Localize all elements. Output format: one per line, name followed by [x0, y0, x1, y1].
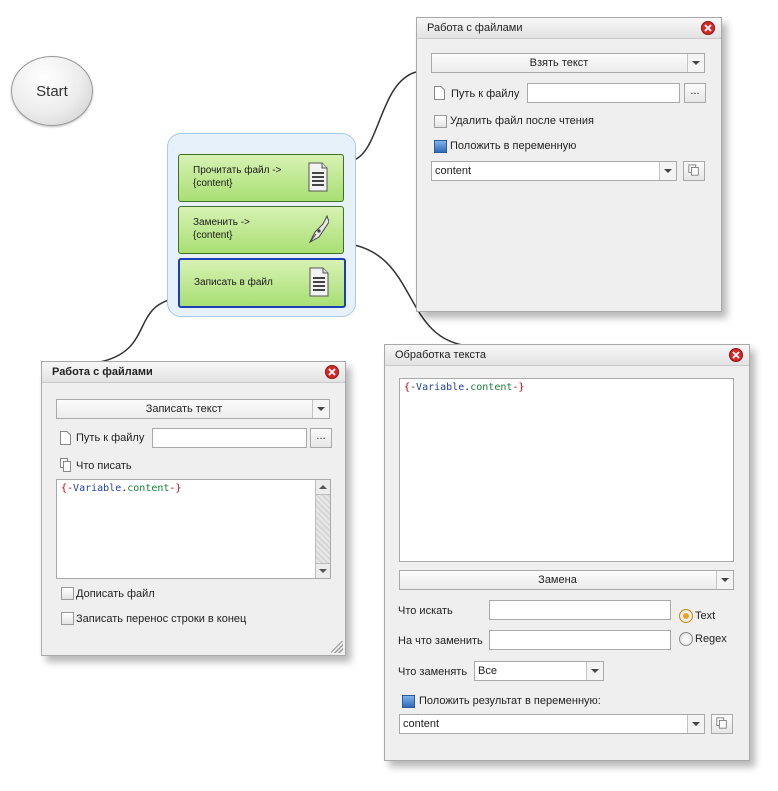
text-editor[interactable]: {-Variable.content-} [399, 378, 734, 562]
find-label: Что искать [398, 605, 453, 617]
copy-icon [60, 458, 71, 472]
vertical-scrollbar[interactable] [315, 480, 330, 578]
node-replace[interactable]: Заменить -> {content} [178, 206, 344, 254]
action-select[interactable]: Записать текст [56, 399, 330, 419]
node-write-file[interactable]: Записать в файл [178, 258, 346, 308]
chevron-down-icon[interactable] [687, 715, 704, 733]
panel-title: Работа с файлами [52, 366, 153, 378]
action-select-value: Взять текст [529, 57, 589, 69]
path-input[interactable] [152, 428, 307, 448]
path-label: Путь к файлу [76, 432, 145, 444]
text-mode-label: Text [695, 610, 716, 622]
document-icon [308, 162, 328, 192]
pen-nib-icon [308, 214, 329, 244]
node-label: Записать в файл [194, 277, 273, 288]
text-mode-radio[interactable] [679, 609, 693, 623]
newline-checkbox[interactable] [61, 612, 74, 625]
start-node[interactable]: Start [11, 56, 93, 126]
text-processing-panel: Обработка текста {-Variable.content-} За… [384, 344, 750, 761]
delete-after-read-checkbox[interactable] [434, 115, 447, 128]
code-line: {-Variable.content-} [404, 382, 525, 393]
chevron-down-icon[interactable] [659, 162, 676, 180]
scroll-down-icon[interactable] [316, 563, 330, 578]
variable-select[interactable]: content [431, 161, 677, 181]
variable-select-value: content [435, 165, 472, 177]
what-replace-label: Что заменять [398, 666, 468, 678]
close-icon[interactable] [729, 348, 743, 362]
copy-variable-button[interactable] [711, 714, 733, 734]
action-select[interactable]: Замена [399, 570, 734, 590]
file-icon [60, 431, 71, 445]
read-file-panel: Работа с файлами Взять текст Путь к файл… [416, 17, 722, 312]
delete-after-read-label: Удалить файл после чтения [450, 115, 594, 127]
save-to-variable-checkbox[interactable] [434, 140, 447, 153]
browse-button[interactable]: ... [684, 83, 706, 103]
what-to-write-label: Что писать [76, 460, 132, 472]
copy-icon [716, 717, 727, 729]
node-label: Прочитать файл -> {content} [193, 165, 282, 189]
path-label: Путь к файлу [451, 88, 520, 100]
regex-mode-radio[interactable] [679, 632, 693, 646]
variable-select[interactable]: content [399, 714, 705, 734]
panel-title: Работа с файлами [427, 22, 523, 34]
node-read-file[interactable]: Прочитать файл -> {content} [178, 154, 344, 202]
action-select-value: Замена [538, 574, 577, 586]
replace-label: На что заменить [398, 635, 483, 647]
scroll-up-icon[interactable] [316, 480, 330, 495]
chevron-down-icon[interactable] [586, 662, 603, 680]
close-icon[interactable] [701, 21, 715, 35]
chevron-down-icon[interactable] [687, 54, 704, 72]
copy-icon [688, 164, 699, 176]
what-replace-value: Все [478, 665, 497, 677]
path-input[interactable] [527, 83, 680, 103]
append-file-label: Дописать файл [76, 588, 155, 600]
action-select[interactable]: Взять текст [431, 53, 705, 73]
document-icon [309, 267, 329, 297]
save-result-checkbox[interactable] [402, 695, 415, 708]
node-label: Заменить -> {content} [193, 217, 250, 241]
write-file-panel: Работа с файлами Записать текст Путь к ф… [41, 361, 346, 656]
action-select-value: Записать текст [145, 403, 223, 415]
regex-mode-label: Regex [695, 633, 727, 645]
chevron-down-icon[interactable] [716, 571, 733, 589]
panel-titlebar[interactable]: Обработка текста [385, 345, 749, 366]
start-label: Start [36, 82, 68, 100]
newline-label: Записать перенос строки в конец [76, 613, 247, 625]
panel-titlebar[interactable]: Работа с файлами [42, 362, 345, 383]
what-replace-select[interactable]: Все [474, 661, 604, 681]
save-to-variable-label: Положить в переменную [450, 140, 577, 152]
save-result-label: Положить результат в переменную: [419, 695, 601, 707]
file-icon [434, 86, 445, 100]
resize-grip-icon[interactable] [331, 641, 343, 653]
find-input[interactable] [489, 600, 671, 620]
copy-variable-button[interactable] [683, 161, 705, 181]
text-editor[interactable]: {-Variable.content-} [56, 479, 331, 579]
close-icon[interactable] [325, 365, 339, 379]
append-file-checkbox[interactable] [61, 587, 74, 600]
variable-select-value: content [403, 718, 440, 730]
chevron-down-icon[interactable] [312, 400, 329, 418]
replace-input[interactable] [489, 630, 671, 650]
code-line: {-Variable.content-} [61, 483, 182, 494]
panel-titlebar[interactable]: Работа с файлами [417, 18, 721, 39]
panel-title: Обработка текста [395, 349, 487, 361]
browse-button[interactable]: ... [310, 428, 332, 448]
